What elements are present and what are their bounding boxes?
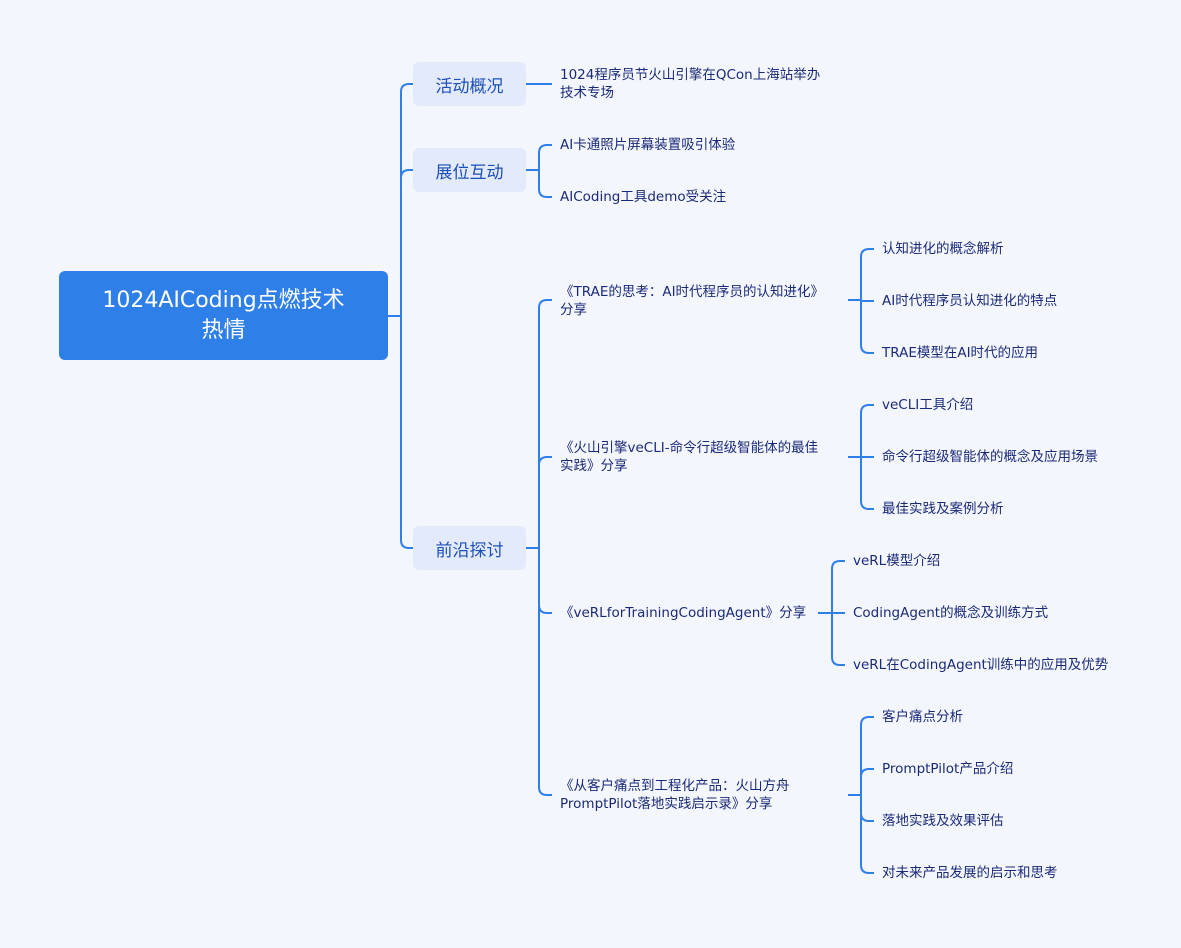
connector — [860, 300, 874, 354]
root-line2: 热情 — [201, 317, 246, 343]
connector — [538, 144, 552, 170]
connector — [538, 548, 552, 796]
node-line: 1024程序员节火山引擎在QCon上海站举办 — [560, 67, 821, 83]
node-line: 《从客户痛点到工程化产品：火山方舟 — [560, 778, 790, 794]
connector — [860, 248, 874, 300]
connector — [400, 83, 413, 316]
node-qcon[interactable]: 1024程序员节火山引擎在QCon上海站举办技术专场 — [560, 66, 820, 102]
leaf-node[interactable]: veRL模型介绍 — [853, 553, 941, 569]
branch-label: 展位互动 — [435, 162, 504, 183]
root-line1: 1024AICoding点燃技术 — [102, 287, 345, 313]
connector — [400, 169, 413, 316]
connector — [860, 404, 874, 457]
node-talk-verl[interactable]: 《veRLforTrainingCodingAgent》分享 — [560, 605, 807, 621]
node-line: 技术专场 — [560, 85, 614, 101]
connector — [538, 548, 552, 614]
branch-booth-interaction[interactable]: 展位互动 — [413, 148, 526, 192]
leaf-node[interactable]: TRAE模型在AI时代的应用 — [882, 345, 1039, 361]
node-talk-trae[interactable]: 《TRAE的思考：AI时代程序员的认知进化》分享 — [560, 283, 824, 319]
node-aicoding-demo[interactable]: AICoding工具demo受关注 — [560, 189, 727, 205]
node-line: 实践》分享 — [560, 458, 628, 474]
leaf-node[interactable]: 认知进化的概念解析 — [882, 241, 1004, 257]
branch-frontier-discussion[interactable]: 前沿探讨 — [413, 526, 526, 570]
node-talk-vecli[interactable]: 《火山引擎veCLI-命令行超级智能体的最佳实践》分享 — [560, 439, 818, 475]
connector — [860, 795, 874, 874]
leaf-node[interactable]: 对未来产品发展的启示和思考 — [882, 865, 1058, 881]
leaf-node[interactable]: 客户痛点分析 — [882, 709, 963, 725]
connector — [831, 560, 845, 613]
connector — [860, 768, 874, 795]
node-ai-photo[interactable]: AI卡通照片屏幕装置吸引体验 — [560, 137, 736, 153]
leaf-node[interactable]: AI时代程序员认知进化的特点 — [882, 293, 1058, 309]
leaf-node[interactable]: veRL在CodingAgent训练中的应用及优势 — [853, 657, 1109, 673]
node-line: 《火山引擎veCLI-命令行超级智能体的最佳 — [560, 440, 819, 456]
leaf-node[interactable]: 命令行超级智能体的概念及应用场景 — [882, 449, 1098, 465]
leaf-node[interactable]: 最佳实践及案例分析 — [882, 501, 1004, 517]
connector — [860, 795, 874, 822]
node-talk-promptpilot[interactable]: 《从客户痛点到工程化产品：火山方舟 PromptPilot落地实践启示录》分享 — [560, 777, 790, 813]
node-line: 分享 — [560, 302, 587, 318]
connector — [860, 300, 874, 302]
node-line: PromptPilot落地实践启示录》分享 — [560, 796, 773, 812]
connector — [400, 316, 413, 549]
connector — [538, 170, 552, 198]
node-line: 《TRAE的思考：AI时代程序员的认知进化》 — [560, 284, 825, 300]
connector — [538, 456, 552, 548]
connector — [860, 457, 874, 510]
connector — [860, 716, 874, 795]
leaf-node[interactable]: CodingAgent的概念及训练方式 — [853, 605, 1049, 621]
leaf-node[interactable]: PromptPilot产品介绍 — [882, 761, 1014, 777]
leaf-node[interactable]: veCLI工具介绍 — [882, 397, 974, 413]
branch-activity-overview[interactable]: 活动概况 — [413, 62, 526, 106]
branch-label: 前沿探讨 — [435, 540, 504, 561]
root-node[interactable]: 1024AICoding点燃技术热情 — [59, 271, 388, 360]
leaf-node[interactable]: 落地实践及效果评估 — [882, 813, 1004, 829]
connector — [831, 613, 845, 666]
connector — [538, 299, 552, 548]
branch-label: 活动概况 — [435, 76, 504, 97]
